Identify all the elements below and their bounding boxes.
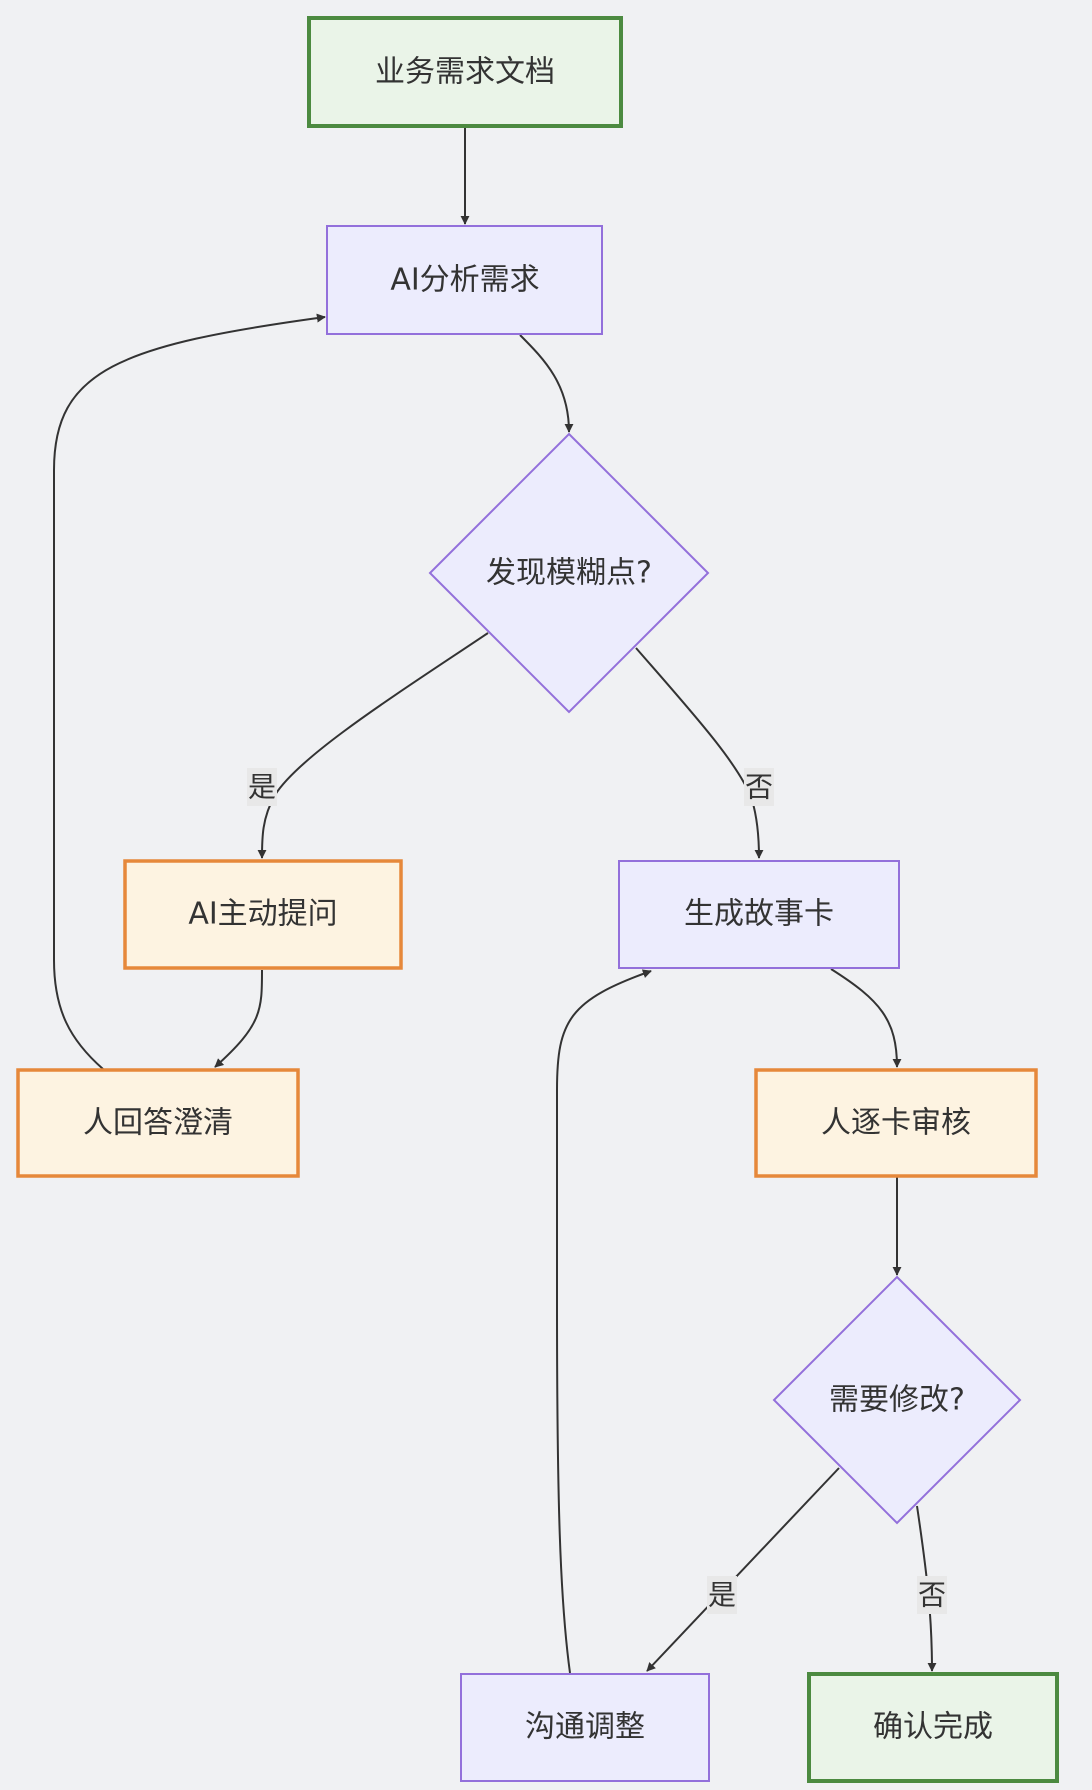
svg-text:是: 是 [248,771,276,804]
svg-text:是: 是 [708,1579,736,1612]
edge-ask-to-answer [214,969,263,1068]
edges [53,127,937,1674]
node-ambiguity-label: 发现模糊点? [486,556,652,591]
edge-analyze-to-ambiguity [519,334,574,433]
edge-ambiguity-to-generate [635,647,764,859]
node-review[interactable]: 人逐卡审核 [754,1068,1038,1178]
edge-label-modify-yes: 是 [707,1576,737,1614]
node-modify-decision[interactable]: 需要修改? [772,1275,1022,1525]
node-doc[interactable]: 业务需求文档 [307,16,623,128]
node-doc-label: 业务需求文档 [375,55,555,90]
node-generate[interactable]: 生成故事卡 [618,860,900,969]
edge-ambiguity-to-ask [257,632,489,859]
edge-answer-to-analyze [53,313,326,1070]
edge-label-ambiguity-no: 否 [744,768,774,806]
node-done-label: 确认完成 [873,1710,993,1745]
node-modify-label: 需要修改? [829,1383,965,1418]
node-answer-label: 人回答澄清 [83,1106,233,1141]
svg-text:否: 否 [745,771,773,804]
node-review-label: 人逐卡审核 [821,1106,971,1141]
svg-text:否: 否 [918,1579,946,1612]
edge-adjust-to-generate [556,969,652,1674]
node-analyze[interactable]: AI分析需求 [326,225,603,335]
node-adjust[interactable]: 沟通调整 [460,1673,710,1782]
node-ambiguity-decision[interactable]: 发现模糊点? [428,432,710,714]
node-ask-label: AI主动提问 [188,897,337,932]
node-ask[interactable]: AI主动提问 [123,859,403,970]
edge-label-ambiguity-yes: 是 [247,768,277,806]
edge-label-modify-no: 否 [917,1576,947,1614]
node-generate-label: 生成故事卡 [684,897,834,932]
node-analyze-label: AI分析需求 [390,263,539,298]
edge-modify-to-adjust [646,1467,840,1672]
node-answer[interactable]: 人回答澄清 [16,1068,300,1178]
node-done[interactable]: 确认完成 [807,1672,1059,1783]
edge-generate-to-review [830,968,902,1068]
node-adjust-label: 沟通调整 [525,1710,645,1745]
